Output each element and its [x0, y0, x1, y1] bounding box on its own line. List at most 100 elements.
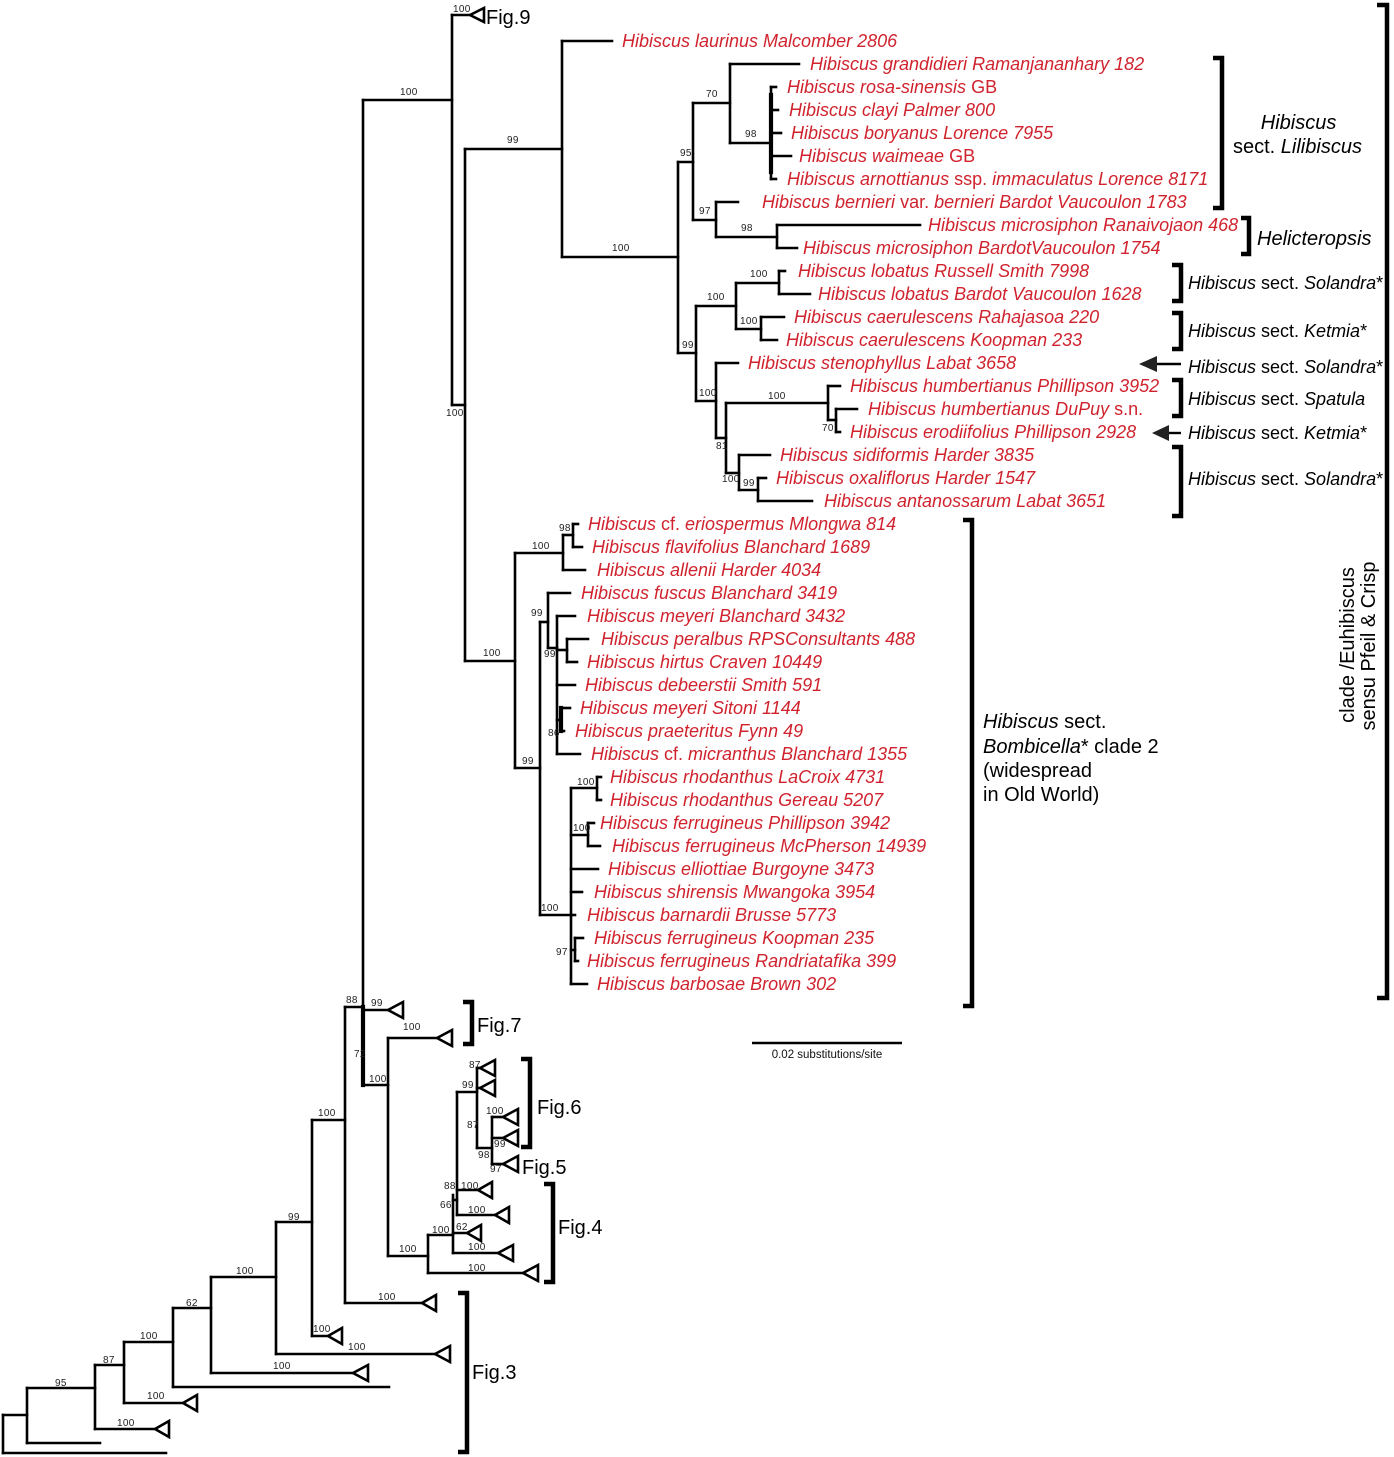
taxon-name-part: Hibiscus ferrugineus Randriatafika 399	[587, 951, 896, 971]
taxon-label: Hibiscus peralbus RPSConsultants 488	[601, 629, 915, 649]
bracket-bombicella	[963, 517, 975, 1009]
support-value: 100	[117, 1418, 135, 1429]
taxon-label: Hibiscus meyeri Sitoni 1144	[580, 698, 801, 718]
support-value: 87	[103, 1355, 115, 1366]
taxon-name-part: Hibiscus humbertianus DuPuy	[868, 399, 1110, 419]
support-value: 100	[483, 648, 501, 659]
support-value: 100	[699, 388, 717, 399]
taxon-name-part: Hibiscus stenophyllus Labat 3658	[748, 353, 1016, 373]
bracket-fig6	[521, 1056, 533, 1150]
collapsed-clade-triangle	[464, 1222, 483, 1244]
taxon-name-part: Hibiscus barnardii Brusse 5773	[587, 905, 836, 925]
taxon-name-part: Hibiscus meyeri Sitoni 1144	[580, 698, 801, 718]
support-value: 100	[453, 4, 471, 15]
support-value: 98	[741, 223, 753, 234]
taxon-name-part: Hibiscus laurinus Malcomber 2806	[622, 31, 898, 51]
collapsed-clade-triangle	[477, 1057, 497, 1079]
taxon-name-part: Hibiscus arnottianus	[787, 169, 949, 189]
taxon-name-part: Hibiscus allenii Harder 4034	[597, 560, 821, 580]
collapsed-clade-triangle	[152, 1418, 171, 1440]
taxon-name-part: Hibiscus elliottiae Burgoyne 3473	[608, 859, 874, 879]
figure-ref-fig7: Fig.7	[477, 1015, 521, 1037]
support-value: 98	[478, 1150, 490, 1161]
support-value: 86	[548, 728, 560, 739]
taxon-label: Hibiscus ferrugineus Phillipson 3942	[600, 813, 890, 833]
support-value: 66	[440, 1200, 452, 1211]
section-name: Ketmia	[1304, 423, 1360, 443]
support-value: 99	[544, 649, 556, 660]
bracket-euhibiscus	[1377, 2, 1390, 1001]
support-value: 98	[559, 523, 571, 534]
section-name: Bombicella	[983, 736, 1081, 758]
bracket-fig3	[458, 1290, 470, 1455]
taxon-label: Hibiscus antanossarum Labat 3651	[824, 491, 1106, 511]
rank: sect.	[1256, 469, 1304, 489]
section-name: Spatula	[1304, 389, 1365, 409]
collapsed-clade-triangle	[477, 1077, 497, 1099]
genus-name: Hibiscus	[1188, 357, 1256, 377]
section-name: Solandra	[1304, 273, 1376, 293]
support-value: 99	[522, 756, 534, 767]
taxon-label: Hibiscus oxaliflorus Harder 1547	[776, 468, 1036, 488]
taxon-label: Hibiscus bernieri var. bernieri Bardot V…	[762, 192, 1187, 212]
support-value: 100	[486, 1106, 504, 1117]
taxon-name-part: Hibiscus debeerstii Smith 591	[585, 675, 822, 695]
figure-ref-fig5: Fig.5	[522, 1157, 566, 1179]
figure-ref-fig3: Fig.3	[472, 1362, 516, 1384]
taxon-name-part: Hibiscus waimeae	[799, 146, 944, 166]
taxon-label: Hibiscus lobatus Russell Smith 7998	[798, 261, 1089, 281]
support-value: 100	[461, 1181, 479, 1192]
taxon-name-part: Hibiscus peralbus RPSConsultants 488	[601, 629, 915, 649]
support-value: 62	[456, 1222, 468, 1233]
collapsed-clade-triangle	[520, 1262, 540, 1284]
taxon-label: Hibiscus laurinus Malcomber 2806	[622, 31, 898, 51]
support-value: 99	[682, 340, 694, 351]
support-value: 100	[577, 777, 595, 788]
taxon-label: Hibiscus waimeae GB	[799, 146, 975, 166]
support-value: 88	[444, 1181, 456, 1192]
collapsed-clade-triangle	[180, 1392, 199, 1414]
genus-name: Hibiscus	[1188, 273, 1256, 293]
support-value: 99	[494, 1139, 506, 1150]
taxon-name-part: Hibiscus sidiformis Harder 3835	[780, 445, 1035, 465]
taxon-label: Hibiscus praeteritus Fynn 49	[575, 721, 803, 741]
taxon-label: Hibiscus microsiphon Ranaivojaon 468	[928, 215, 1238, 235]
genus-name: Hibiscus	[1188, 469, 1256, 489]
support-value: 100	[768, 391, 786, 402]
support-value: 100	[378, 1292, 396, 1303]
arrow-left-icon	[1152, 425, 1181, 441]
taxon-label: Hibiscus meyeri Blanchard 3432	[587, 606, 845, 626]
annotation-bombicella-line2: Bombicella* clade 2	[983, 736, 1159, 758]
taxon-label: Hibiscus arnottianus ssp. immaculatus Lo…	[787, 169, 1208, 189]
annotation-section-solandra-2: Hibiscus sect. Solandra*	[1188, 357, 1383, 377]
annotation-lilibiscus-line2: sect. Lilibiscus	[1233, 136, 1362, 158]
taxon-label: Hibiscus hirtus Craven 10449	[587, 652, 822, 672]
support-value: 88	[346, 995, 358, 1006]
support-value: 87	[469, 1060, 481, 1071]
rank: sect.	[1256, 389, 1304, 409]
annotation-bombicella-line1: Hibiscus sect.	[983, 711, 1106, 733]
figure-ref-fig9: Fig.9	[486, 7, 530, 29]
support-value: 97	[490, 1164, 502, 1175]
collapsed-clade-triangle	[500, 1153, 520, 1175]
support-value: 100	[348, 1342, 366, 1353]
scale-bar-label: 0.02 substitutions/site	[772, 1049, 883, 1061]
taxon-label: Hibiscus rhodanthus Gereau 5207	[610, 790, 884, 810]
taxon-name-part: micranthus Blanchard 1355	[688, 744, 908, 764]
taxon-qualifier: GB	[966, 77, 997, 97]
annotation-section-spatula: Hibiscus sect. Spatula	[1188, 389, 1365, 409]
marker: *	[1376, 357, 1383, 377]
taxon-name-part: Hibiscus praeteritus Fynn 49	[575, 721, 803, 741]
annotation-helicteropsis: Helicteropsis	[1257, 228, 1371, 250]
taxon-name-part: Hibiscus boryanus Lorence 7955	[791, 123, 1054, 143]
taxon-qualifier: GB	[944, 146, 975, 166]
marker: *	[1360, 423, 1367, 443]
support-value: 81	[716, 441, 728, 452]
taxon-name-part: Hibiscus microsiphon BardotVaucoulon 175…	[803, 238, 1161, 258]
taxon-name-part: Hibiscus shirensis Mwangoka 3954	[594, 882, 875, 902]
collapsed-clade-triangle	[500, 1106, 520, 1128]
annotation-bombicella-line3: (widespread	[983, 760, 1092, 782]
taxon-label: Hibiscus shirensis Mwangoka 3954	[594, 882, 875, 902]
collapsed-clade-triangle	[434, 1027, 454, 1049]
